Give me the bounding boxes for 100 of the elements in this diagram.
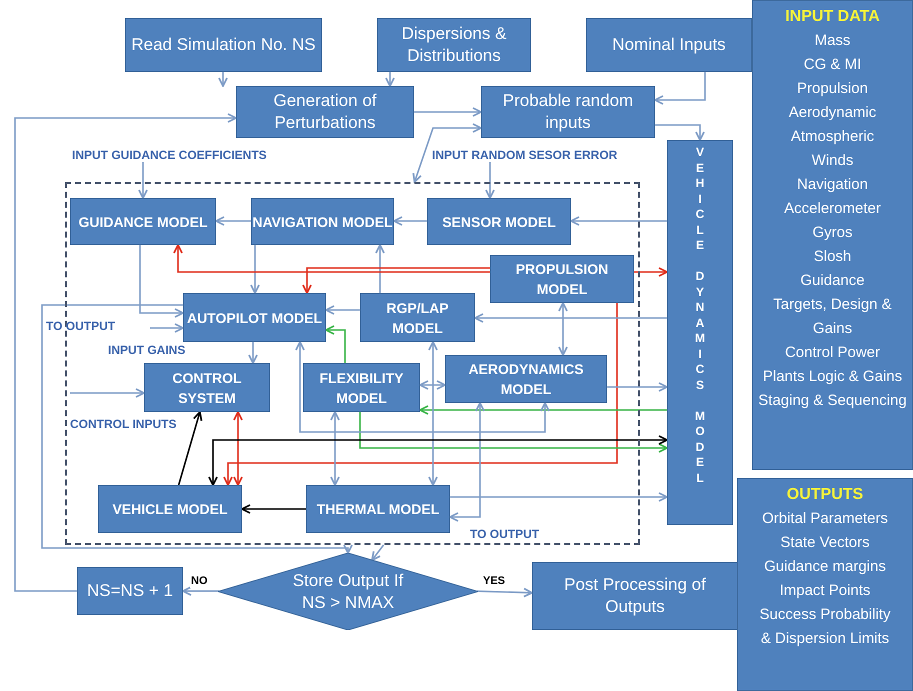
box-label: AUTOPILOT MODEL xyxy=(186,308,322,328)
arrow xyxy=(150,323,184,333)
arrow xyxy=(634,267,668,277)
arrow xyxy=(241,504,306,514)
box-label: GUIDANCE MODEL xyxy=(78,212,208,232)
box-label: Nominal Inputs xyxy=(612,34,726,56)
list-item: Guidance margins xyxy=(764,557,886,577)
arrow xyxy=(655,124,705,141)
panel-heading: INPUT DATA xyxy=(785,7,880,27)
process-box xyxy=(236,86,414,138)
arrow xyxy=(570,216,667,226)
box-label: SENSOR MODEL xyxy=(442,212,556,232)
arrow xyxy=(250,245,260,294)
arrow xyxy=(178,411,202,486)
box-label: RGP/LAP MODEL xyxy=(385,298,450,338)
list-item: Targets, Design & Gains xyxy=(772,295,893,339)
arrow xyxy=(173,244,490,273)
list-item: Aerodynamic xyxy=(788,103,876,123)
box-label: FLEXIBILITY MODEL xyxy=(318,368,404,408)
list-item: Staging & Sequencing xyxy=(758,391,907,411)
process-box xyxy=(481,86,655,138)
list-item: Control Power xyxy=(784,343,880,363)
process-box xyxy=(77,567,183,615)
box-label: Store Output If NS > NMAX xyxy=(292,570,404,614)
arrow xyxy=(414,107,482,117)
model-box xyxy=(303,363,420,412)
box-label: CONTROL SYSTEM xyxy=(171,368,243,408)
arrow xyxy=(485,162,495,199)
arrow xyxy=(208,435,668,486)
arrow xyxy=(330,411,340,486)
arrow xyxy=(295,341,550,433)
annotation: CONTROL INPUTS xyxy=(70,417,176,431)
arrow xyxy=(419,405,667,415)
list-item: CG & MI xyxy=(804,55,862,75)
model-box xyxy=(490,255,634,303)
arrow xyxy=(450,492,668,502)
process-box xyxy=(125,18,322,72)
arrow xyxy=(428,341,438,486)
list-item: & Dispersion Limits xyxy=(760,629,890,649)
info-panel xyxy=(752,0,913,470)
box-label: Generation of Perturbations xyxy=(272,90,378,134)
list-item: Accelerometer xyxy=(784,199,881,219)
model-box xyxy=(70,198,216,245)
decision-diamond xyxy=(218,553,478,630)
arrow xyxy=(359,412,668,453)
annotation: INPUT GUIDANCE COEFFICIENTS xyxy=(72,148,267,162)
arrow xyxy=(302,267,490,294)
panel-heading: OUTPUTS xyxy=(786,485,864,505)
arrow xyxy=(14,113,237,592)
arrow xyxy=(474,313,667,323)
arrow xyxy=(476,588,533,598)
model-box xyxy=(98,485,242,533)
arrow xyxy=(385,72,395,87)
arrow xyxy=(325,305,360,315)
list-item: Propulsion xyxy=(797,79,868,99)
box-label: Probable random inputs xyxy=(502,90,634,134)
arrow xyxy=(654,72,706,105)
list-item: Gyros xyxy=(812,223,852,243)
model-box xyxy=(251,198,394,245)
annotation: TO OUTPUT xyxy=(470,527,540,541)
process-box xyxy=(586,18,752,72)
arrow xyxy=(70,388,145,398)
annotation: INPUT GAINS xyxy=(108,343,186,357)
box-label: AERODYNAMICS MODEL xyxy=(467,360,585,399)
box-label: NAVIGATION MODEL xyxy=(252,212,393,232)
box-label: THERMAL MODEL xyxy=(316,500,440,519)
list-item: Slosh xyxy=(814,247,852,267)
arrow xyxy=(182,586,220,596)
process-box xyxy=(377,18,531,72)
annotation: INPUT RANDOM SESOR ERROR xyxy=(432,148,618,162)
list-item: State Vectors xyxy=(780,533,870,553)
box-label: Read Simulation No. NS xyxy=(131,34,316,56)
arrow xyxy=(223,303,618,486)
edge-label: NO xyxy=(190,575,208,588)
box-label: PROPULSION MODEL xyxy=(514,260,610,299)
process-box xyxy=(532,562,738,630)
model-box xyxy=(427,198,571,245)
arrow xyxy=(449,402,485,522)
list-item: Guidance xyxy=(800,271,865,291)
arrow xyxy=(419,380,446,390)
arrow xyxy=(218,72,228,87)
list-item: Success Probability xyxy=(760,605,890,625)
info-panel xyxy=(737,478,913,691)
list-item: Impact Points xyxy=(780,581,870,601)
arrow xyxy=(607,382,668,392)
arrow xyxy=(558,302,568,356)
arrow xyxy=(412,123,482,183)
box-label: VEHICLE MODEL xyxy=(112,500,228,519)
model-box xyxy=(667,140,733,525)
arrow xyxy=(41,304,353,554)
arrow xyxy=(233,411,243,486)
arrow xyxy=(215,216,251,226)
model-box xyxy=(360,293,475,342)
list-item: Atmospheric xyxy=(790,127,874,147)
box-label: VEHICLE DYNAMICS MODEL xyxy=(695,145,705,486)
box-label: Dispersions & Distributions xyxy=(400,23,508,67)
annotation: TO OUTPUT xyxy=(46,319,116,333)
model-box xyxy=(306,485,450,533)
arrow xyxy=(325,325,346,363)
list-item: Navigation xyxy=(797,175,868,195)
